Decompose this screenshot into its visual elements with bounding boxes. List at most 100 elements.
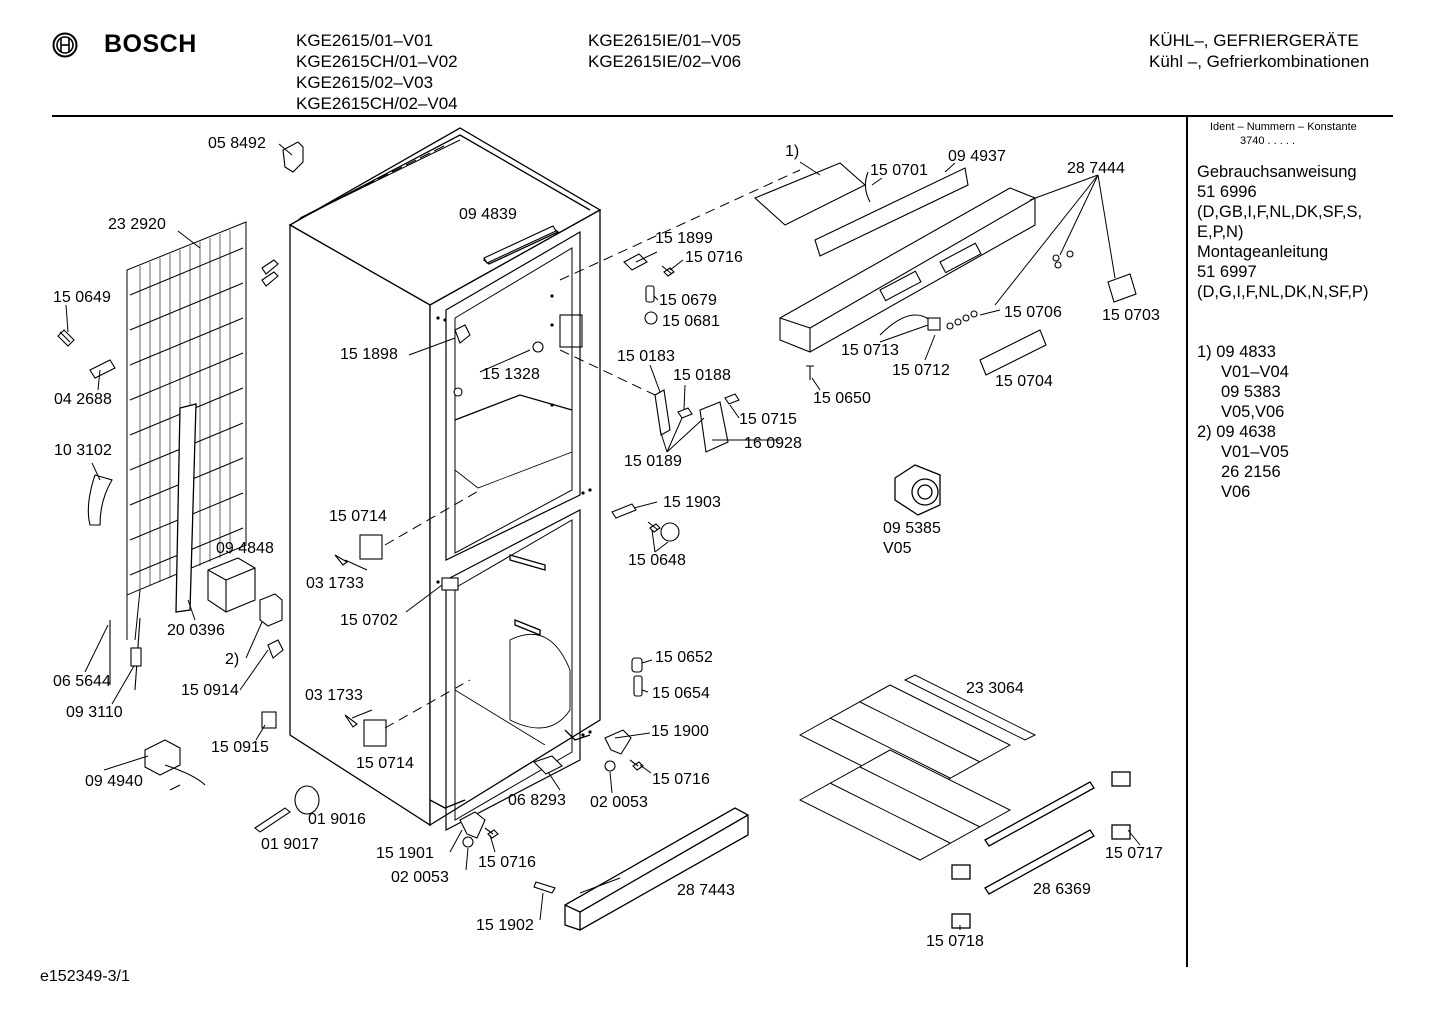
part-label: 15 1899 <box>655 230 713 247</box>
part-label: 15 0716 <box>478 854 536 871</box>
part-label: 15 0704 <box>995 373 1053 390</box>
part-label: 15 0706 <box>1004 304 1062 321</box>
part-label: 20 0396 <box>167 622 225 639</box>
part-label: 15 0648 <box>628 552 686 569</box>
doc-references: Gebrauchsanweisung 51 6996 (D,GB,I,F,NL,… <box>1197 162 1368 302</box>
part-label: 03 1733 <box>306 575 364 592</box>
note-line: V06 <box>1221 483 1251 501</box>
part-label: 15 0716 <box>652 771 710 788</box>
part-label: 15 0654 <box>652 685 710 702</box>
part-label: 23 2920 <box>108 216 166 233</box>
note-line: 26 2156 <box>1221 463 1281 481</box>
part-label: 15 0717 <box>1105 845 1163 862</box>
shelf-rails <box>951 771 1131 929</box>
part-label: 06 8293 <box>508 792 566 809</box>
note-line: 2) 09 4638 <box>1197 423 1276 441</box>
part-label: 15 0702 <box>340 612 398 629</box>
base-grille <box>564 807 749 931</box>
wire-shelves <box>798 674 1037 861</box>
part-label: 1) <box>785 143 800 160</box>
part-label: 15 0712 <box>892 362 950 379</box>
note-line: V05,V06 <box>1221 403 1285 421</box>
category-title: KÜHL–, GEFRIERGERÄTE Kühl –, Gefrierkomb… <box>1149 30 1369 72</box>
model-list-2: KGE2615IE/01–V05 KGE2615IE/02–V06 <box>588 30 741 72</box>
footer-code: e152349-3/1 <box>40 968 130 985</box>
doc-line: Montageanleitung <box>1197 243 1329 261</box>
small-parts <box>57 141 814 894</box>
category-line: KÜHL–, GEFRIERGERÄTE <box>1149 31 1359 50</box>
note-line: V01–V05 <box>1221 443 1289 461</box>
part-label: 04 2688 <box>54 391 112 408</box>
part-label: 15 0703 <box>1102 307 1160 324</box>
part-label: 09 3110 <box>66 704 123 721</box>
part-label: 15 1328 <box>482 366 540 383</box>
model-item: KGE2615/01–V01 <box>296 31 434 50</box>
tube-20-0396 <box>175 403 197 613</box>
doc-line: (D,G,I,F,NL,DK,N,SF,P) <box>1197 283 1369 301</box>
part-label: 01 9016 <box>308 811 366 828</box>
brand-name: BOSCH <box>104 30 197 58</box>
note-line: 1) 09 4833 <box>1197 343 1276 361</box>
part-label: V05 <box>883 540 912 557</box>
doc-line: (D,GB,I,F,NL,DK,SF,S, <box>1197 203 1363 221</box>
part-label: 15 0183 <box>617 348 675 365</box>
note-line: 09 5383 <box>1221 383 1281 401</box>
part-label: 15 0915 <box>211 739 269 756</box>
note-line: V01–V04 <box>1221 363 1289 381</box>
part-label: 16 0928 <box>744 435 802 452</box>
part-label: 15 1900 <box>651 723 709 740</box>
category-line: Kühl –, Gefrierkombinationen <box>1149 52 1370 71</box>
model-list-1: KGE2615/01–V01 KGE2615CH/01–V02 KGE2615/… <box>296 30 458 114</box>
part-label: 15 1901 <box>376 845 434 862</box>
part-label: 15 0714 <box>329 508 387 525</box>
part-label: 15 0714 <box>356 755 414 772</box>
doc-line: 51 6997 <box>1197 263 1257 281</box>
part-label: 09 4940 <box>85 773 143 790</box>
part-label: 15 0679 <box>659 292 717 309</box>
part-label: 09 5385 <box>883 520 941 537</box>
fan-unit <box>894 464 941 516</box>
leader-lines <box>65 143 1141 930</box>
part-label: 15 0715 <box>739 411 797 428</box>
part-label: 15 0914 <box>181 682 239 699</box>
part-label: 15 0649 <box>53 289 111 306</box>
control-panel <box>753 162 1137 376</box>
part-label: 2) <box>225 651 240 668</box>
part-label: 15 0701 <box>870 162 928 179</box>
part-label: 03 1733 <box>305 687 363 704</box>
part-label: 02 0053 <box>391 869 449 886</box>
part-label: 01 9017 <box>261 836 319 853</box>
part-label: 15 0718 <box>926 933 984 950</box>
part-label: 28 6369 <box>1033 881 1091 898</box>
part-label: 15 0716 <box>685 249 743 266</box>
model-item: KGE2615IE/01–V05 <box>588 31 742 50</box>
part-label: 09 4839 <box>459 206 517 223</box>
part-label: 09 4848 <box>216 540 274 557</box>
model-item: KGE2615CH/01–V02 <box>296 52 458 71</box>
part-label: 10 3102 <box>54 442 112 459</box>
doc-line: E,P,N) <box>1197 223 1244 241</box>
part-label: 02 0053 <box>590 794 648 811</box>
doc-line: 51 6996 <box>1197 183 1257 201</box>
part-label: 15 1903 <box>663 494 721 511</box>
part-label: 15 0650 <box>813 390 871 407</box>
part-label: 28 7444 <box>1067 160 1125 177</box>
part-label: 15 1902 <box>476 917 534 934</box>
part-label: 23 3064 <box>966 680 1024 697</box>
footnotes: 1) 09 4833 V01–V04 09 5383 V05,V06 2) 09… <box>1197 342 1289 502</box>
part-label: 15 0188 <box>673 367 731 384</box>
part-label: 05 8492 <box>208 135 266 152</box>
bosch-armature-icon <box>52 32 78 58</box>
part-label: 09 4937 <box>948 148 1006 165</box>
model-item: KGE2615IE/02–V06 <box>588 52 742 71</box>
dashed-guides <box>384 169 801 729</box>
doc-line: Gebrauchsanweisung <box>1197 163 1357 181</box>
part-label: 15 0681 <box>662 313 720 330</box>
part-label: 15 0713 <box>841 342 899 359</box>
model-item: KGE2615CH/02–V04 <box>296 94 458 113</box>
ident-title: Ident – Nummern – Konstante <box>1210 121 1357 133</box>
part-label: 06 5644 <box>53 673 111 690</box>
ident-value: 3740 . . . . . <box>1240 135 1296 147</box>
part-label: 15 1898 <box>340 346 398 363</box>
